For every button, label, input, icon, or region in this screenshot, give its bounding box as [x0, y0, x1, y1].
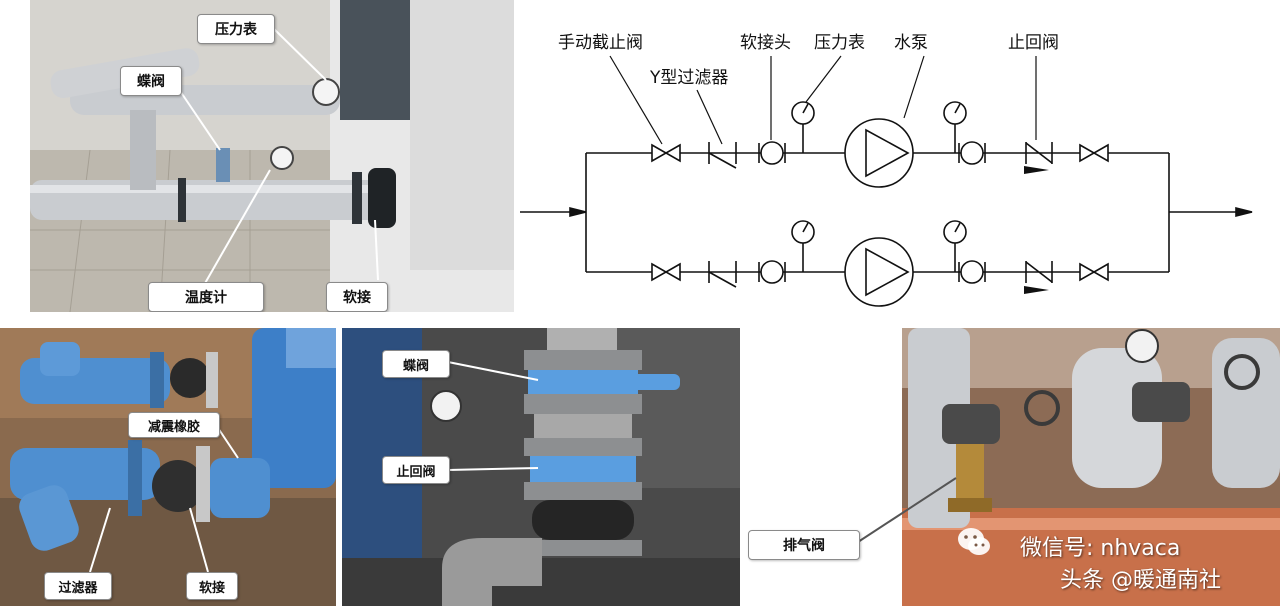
- photo-top-left-illustration: [30, 0, 514, 312]
- label-check-valve-middle: 止回阀: [382, 456, 450, 484]
- label-soft-joint: 软接: [326, 282, 388, 312]
- schematic-label-manual-stop-valve: 手动截止阀: [558, 33, 643, 53]
- schematic-label-pump: 水泵: [894, 33, 928, 53]
- photo-top-left: 压力表 蝶阀 温度计 软接: [30, 0, 514, 312]
- label-air-vent-valve: 排气阀: [748, 530, 860, 560]
- watermark-wechat-id: 微信号: nhvaca: [1020, 536, 1181, 561]
- label-butterfly-valve-middle: 蝶阀: [382, 350, 450, 378]
- watermark-toutiao: 头条 @暖通南社: [1060, 568, 1221, 593]
- label-strainer: 过滤器: [44, 572, 112, 600]
- label-thermometer: 温度计: [148, 282, 264, 312]
- schematic-label-check-valve: 止回阀: [1008, 33, 1059, 53]
- schematic-diagram: 手动截止阀 Y型过滤器 软接头 压力表 水泵 止回阀: [514, 0, 1280, 326]
- label-pressure-gauge: 压力表: [197, 14, 275, 44]
- schematic-label-pressure-gauge: 压力表: [814, 33, 865, 53]
- schematic-label-flexible-joint: 软接头: [740, 33, 791, 53]
- label-soft-joint-bottom: 软接: [186, 572, 238, 600]
- schematic-label-y-strainer: Y型过滤器: [650, 68, 729, 88]
- wechat-icon: [956, 524, 992, 560]
- photo-bottom-right: 排气阀 微信号: nhvaca 头条 @暖通南社: [742, 328, 1280, 606]
- label-butterfly-valve: 蝶阀: [120, 66, 182, 96]
- photo-bottom-left-illustration: [0, 328, 336, 606]
- label-vibration-rubber: 减震橡胶: [128, 412, 220, 438]
- schematic-drawing: [520, 55, 1253, 307]
- photo-bottom-left: 减震橡胶 过滤器 软接: [0, 328, 336, 606]
- photo-bottom-middle: 蝶阀 止回阀: [342, 328, 740, 606]
